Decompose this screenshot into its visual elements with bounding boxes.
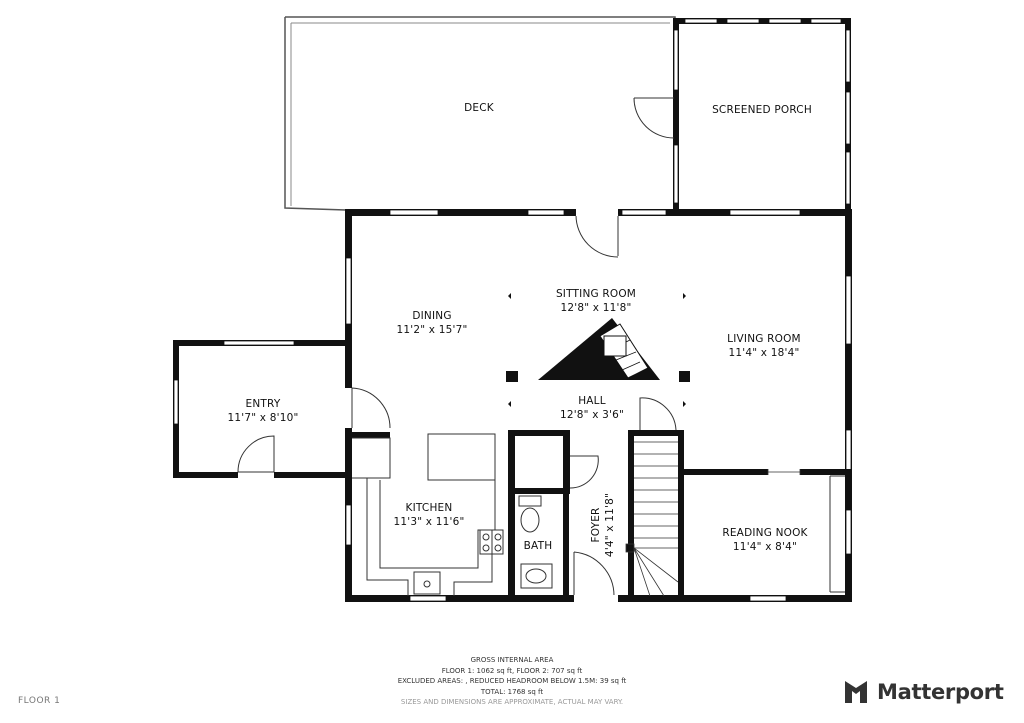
- room-dimensions: 12'8" x 3'6": [559, 409, 625, 421]
- room-label-entry: ENTRY 11'7" x 8'10": [227, 397, 298, 425]
- area-total: TOTAL: 1768 sq ft: [480, 687, 544, 696]
- room-dimensions: 11'7" x 8'10": [227, 412, 299, 424]
- room-name: DECK: [464, 102, 494, 114]
- brand: Matterport: [843, 676, 1004, 708]
- room-name: SCREENED PORCH: [712, 104, 812, 116]
- room-name: SITTING ROOM: [555, 288, 637, 300]
- room-dimensions: 12'8" x 11'8": [560, 302, 632, 314]
- closet-door-swing: [569, 455, 599, 489]
- brand-name: Matterport: [877, 680, 1004, 704]
- deck-door-opening: [576, 209, 618, 216]
- room-label-kitchen: KITCHEN 11'3" x 11'6": [393, 501, 464, 529]
- floor-label: FLOOR 1: [18, 696, 61, 706]
- room-label-dining: DINING 11'2" x 15'7": [396, 309, 467, 337]
- room-label-reading-nook: READING NOOK 11'4" x 8'4": [722, 526, 807, 554]
- room-dimensions: 4'4" x 11'8": [604, 492, 616, 558]
- screened-porch-walls: [633, 18, 851, 212]
- bath-fixtures: [518, 495, 553, 589]
- room-label-screened-porch: SCREENED PORCH: [712, 103, 812, 117]
- room-name: HALL: [578, 395, 606, 407]
- room-name: KITCHEN: [405, 502, 453, 514]
- room-name: ENTRY: [245, 398, 281, 410]
- windows: [345, 209, 852, 602]
- entry-dining-opening: [345, 388, 353, 428]
- reading-nook-shelving: [767, 469, 845, 593]
- room-label-sitting-room: SITTING ROOM 12'8" x 11'8": [556, 287, 636, 315]
- stairs: [625, 441, 679, 597]
- entry-dining-door-swing: [351, 387, 391, 429]
- area-summary: GROSS INTERNAL AREA FLOOR 1: 1062 sq ft,…: [398, 655, 627, 708]
- room-name: BATH: [523, 540, 553, 552]
- room-dimensions: 11'4" x 18'4": [728, 347, 800, 359]
- room-name: FOYER: [590, 507, 602, 543]
- room-name: DINING: [412, 310, 452, 322]
- area-floors: FLOOR 1: 1062 sq ft, FLOOR 2: 707 sq ft: [441, 666, 583, 675]
- room-dimensions: 11'3" x 11'6": [393, 516, 465, 528]
- boundary-markers: [508, 293, 686, 407]
- room-dimensions: 11'4" x 8'4": [732, 541, 798, 553]
- room-label-hall: HALL 12'8" x 3'6": [560, 394, 624, 422]
- room-label-living-room: LIVING ROOM 11'4" x 18'4": [727, 332, 801, 360]
- foyer-door-opening: [574, 595, 618, 602]
- room-label-bath: BATH: [524, 539, 553, 553]
- entry-door-swing: [237, 435, 275, 473]
- area-excluded: EXCLUDED AREAS: , REDUCED HEADROOM BELOW…: [397, 677, 627, 685]
- entry-windows: [173, 340, 295, 425]
- room-label-deck: DECK: [464, 101, 494, 115]
- area-heading: GROSS INTERNAL AREA: [470, 656, 554, 664]
- fireplace: [538, 318, 660, 380]
- room-dimensions: 11'2" x 15'7": [396, 324, 468, 336]
- entry-door-opening: [238, 471, 274, 479]
- area-disclaimer: SIZES AND DIMENSIONS ARE APPROXIMATE, AC…: [400, 698, 624, 706]
- posts: [506, 371, 690, 382]
- hall-door-swing: [639, 397, 677, 431]
- bath-door-swing: [573, 551, 615, 597]
- matterport-logo-icon: [845, 681, 867, 703]
- deck-door-swing: [575, 214, 619, 258]
- room-name: READING NOOK: [722, 527, 808, 539]
- room-name: LIVING ROOM: [727, 333, 801, 345]
- room-label-foyer: FOYER 4'4" x 11'8": [589, 493, 617, 557]
- interior-walls: [345, 430, 851, 600]
- kitchen-counters: [352, 433, 504, 596]
